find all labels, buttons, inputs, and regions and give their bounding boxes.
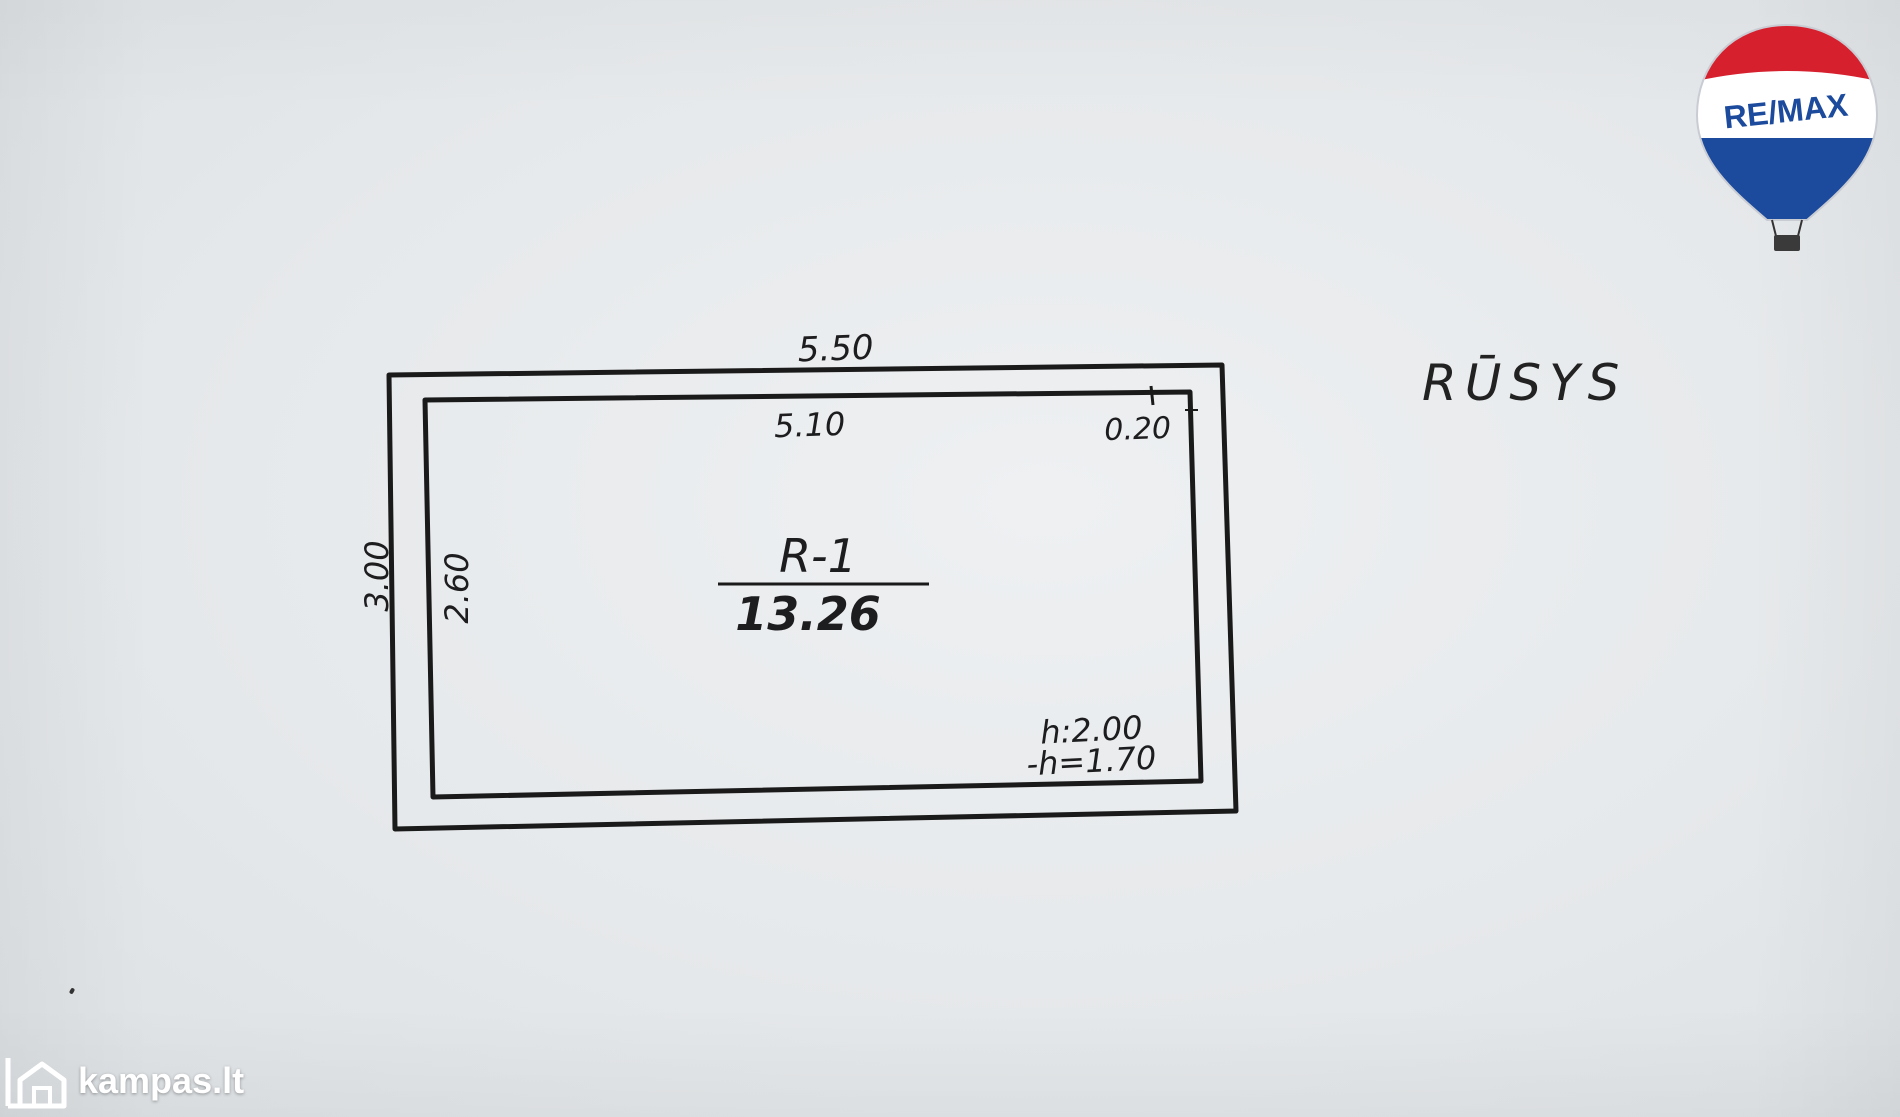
- kampas-watermark: kampas.lt: [4, 1052, 244, 1110]
- outer-width-label: 5.50: [797, 328, 874, 371]
- inner-wall-outline: [422, 389, 1204, 800]
- outer-wall-outline: [386, 362, 1239, 832]
- wall-thickness-label: 0.20: [1104, 411, 1172, 448]
- plan-title: RŪSYS: [1422, 354, 1628, 412]
- house-icon: [5, 1058, 67, 1109]
- sub-height-label: -h=1.70: [1026, 739, 1158, 784]
- remax-balloon-logo: RE/MAX: [1695, 23, 1879, 251]
- outer-height-label: 3.00: [358, 540, 396, 611]
- inner-height-label: 2.60: [438, 552, 476, 623]
- room-area-value: 13.26: [735, 587, 881, 641]
- balloon-basket-icon: [1774, 235, 1800, 251]
- watermark-text: kampas.lt: [78, 1060, 245, 1101]
- wall-thickness-tick: [1149, 385, 1155, 406]
- inner-width-label: 5.10: [773, 405, 846, 445]
- ceiling-height-label: h:2.00: [1039, 708, 1143, 751]
- room-label: R-1: [779, 529, 857, 583]
